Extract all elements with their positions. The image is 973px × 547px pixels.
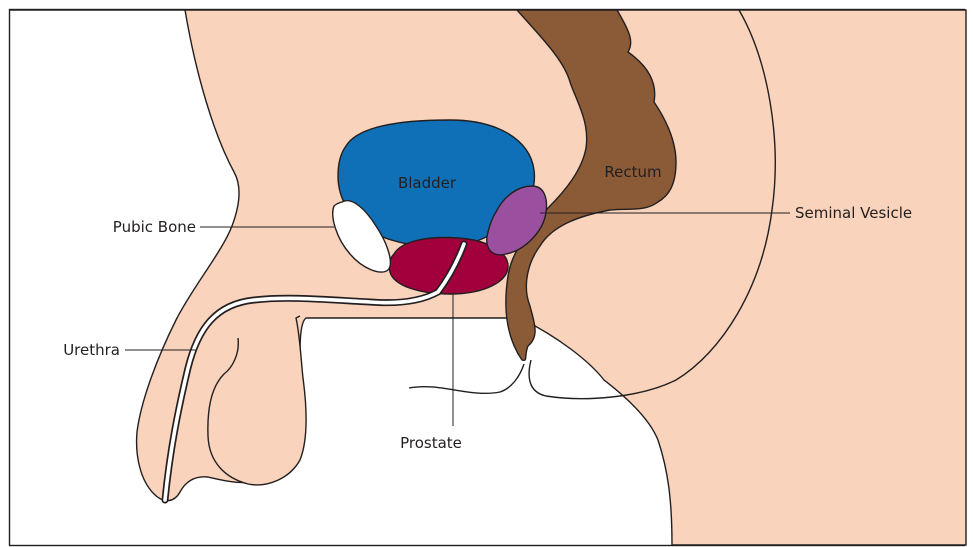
rectum-label: Rectum — [604, 163, 661, 181]
pubic-bone-label: Pubic Bone — [113, 218, 196, 236]
urethra-label: Urethra — [63, 341, 120, 359]
seminal-vesicle-label: Seminal Vesicle — [795, 204, 912, 222]
bladder-label: Bladder — [398, 174, 457, 192]
prostate-label: Prostate — [400, 434, 462, 452]
